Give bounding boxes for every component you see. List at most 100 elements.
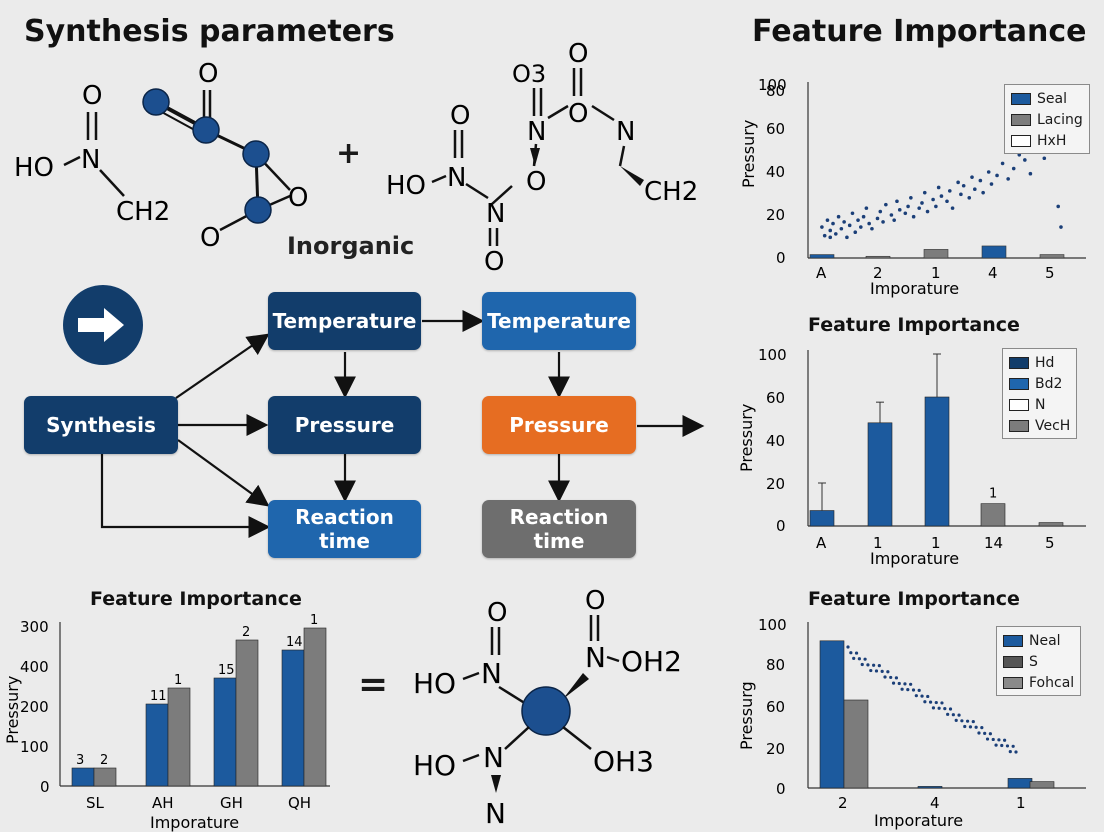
scatter-point <box>974 725 978 729</box>
y-tick: 300 <box>20 618 49 636</box>
scatter-point <box>857 657 861 661</box>
temperature-node-2: Temperature <box>482 292 636 350</box>
scatter-point <box>994 743 998 747</box>
scatter-point <box>820 225 824 229</box>
atom-ho: HO <box>386 171 426 201</box>
atom-o: O <box>568 99 588 129</box>
bar-label: 11 <box>150 689 167 704</box>
scatter-point <box>906 687 910 692</box>
scatter-point <box>963 724 967 729</box>
chart-scatter: Pressury Imporature 0 20 40 60 80 100 A … <box>739 76 1086 298</box>
atom-n: N <box>447 163 466 193</box>
scatter-point <box>917 206 921 210</box>
y-tick: 60 <box>766 120 785 138</box>
scatter-point <box>988 732 992 736</box>
x-tick: 4 <box>930 794 940 812</box>
scatter-point <box>853 230 858 234</box>
atom-o: O <box>568 40 588 69</box>
scatter-point <box>891 681 896 685</box>
bar-label: 14 <box>286 635 303 650</box>
pressure-node: Pressure <box>268 396 421 454</box>
scatter-point <box>892 218 896 222</box>
y-tick: 40 <box>766 432 785 450</box>
scatter-point <box>874 669 879 673</box>
scatter-point <box>822 233 827 238</box>
y-axis-label: Pressury <box>739 120 758 188</box>
scatter-point <box>909 682 913 686</box>
bar <box>303 627 327 787</box>
bar <box>917 786 943 789</box>
scatter-point <box>967 196 972 200</box>
scatter-point <box>1014 750 1018 754</box>
scatter-point <box>947 189 952 193</box>
reaction-time-node: Reaction time <box>268 500 421 558</box>
y-tick: 60 <box>766 698 785 716</box>
molecule-4: O O HO N N OH2 HO N OH3 N <box>413 586 682 830</box>
y-tick: 100 <box>20 738 49 756</box>
atom-n: N <box>81 145 100 175</box>
atom-o: O <box>585 586 605 616</box>
molecule-3: O3 O O N N CH2 O O HO N N O <box>386 40 698 277</box>
legend-item: Lacing <box>1011 109 1083 130</box>
scatter-point <box>977 731 981 735</box>
bar <box>843 699 869 789</box>
scatter-point <box>925 209 930 214</box>
scatter-point <box>934 700 938 705</box>
scatter-point <box>959 192 963 197</box>
scatter-point <box>842 220 846 224</box>
atom-n: N <box>527 117 546 147</box>
scatter-point <box>889 213 894 217</box>
scatter-point <box>1005 744 1010 748</box>
atom-ball <box>192 116 220 144</box>
legend-item: Seal <box>1011 88 1083 109</box>
x-axis-label: Imporature <box>870 279 959 298</box>
scatter-point <box>859 225 863 229</box>
temperature-node: Temperature <box>268 292 421 350</box>
scatter-point <box>1006 177 1010 181</box>
scatter-point <box>864 206 869 210</box>
scatter-point <box>917 688 921 692</box>
scatter-point <box>897 681 901 686</box>
scatter-point <box>968 725 973 729</box>
bar <box>167 687 191 787</box>
atom-o: O <box>200 223 220 250</box>
scatter-point <box>960 719 964 723</box>
scatter-point <box>863 657 867 661</box>
scatter-point <box>883 675 887 679</box>
scatter-point <box>903 211 908 216</box>
scatter-point <box>897 208 902 212</box>
scatter-point <box>950 206 955 210</box>
y-tick: 20 <box>766 206 785 224</box>
scatter-point <box>870 226 874 231</box>
atom-o: O <box>484 247 504 277</box>
atom-o: O <box>198 60 218 89</box>
scatter-point <box>1008 750 1012 754</box>
scatter-point <box>971 719 975 724</box>
bar <box>819 640 845 789</box>
scatter-point <box>856 218 860 222</box>
y-tick: 0 <box>776 517 786 535</box>
inorganic-label: Inorganic <box>287 232 415 260</box>
scatter-point <box>911 688 916 692</box>
y-axis-label: Pressury <box>3 676 22 744</box>
scatter-point <box>965 719 970 723</box>
scatter-point <box>880 669 884 673</box>
scatter-point <box>1003 738 1007 742</box>
scatter-point <box>997 738 1001 742</box>
bar <box>71 767 95 787</box>
scatter-point <box>906 204 910 209</box>
y-tick: 0 <box>776 249 786 267</box>
x-tick: 5 <box>1045 264 1055 282</box>
atom-oh3: OH3 <box>593 745 654 778</box>
y-tick: 0 <box>776 780 786 798</box>
scatter-point <box>911 214 916 219</box>
scatter-point <box>877 664 881 668</box>
chart-4-legend: Neal S Fohcal <box>996 626 1082 696</box>
x-tick: 2 <box>873 264 883 282</box>
bar-label: 3 <box>76 753 84 768</box>
scatter-point <box>1056 204 1060 209</box>
scatter-point <box>828 235 833 240</box>
scatter-point <box>845 235 849 240</box>
scatter-point <box>1059 225 1063 229</box>
y-tick: 100 <box>758 346 787 364</box>
